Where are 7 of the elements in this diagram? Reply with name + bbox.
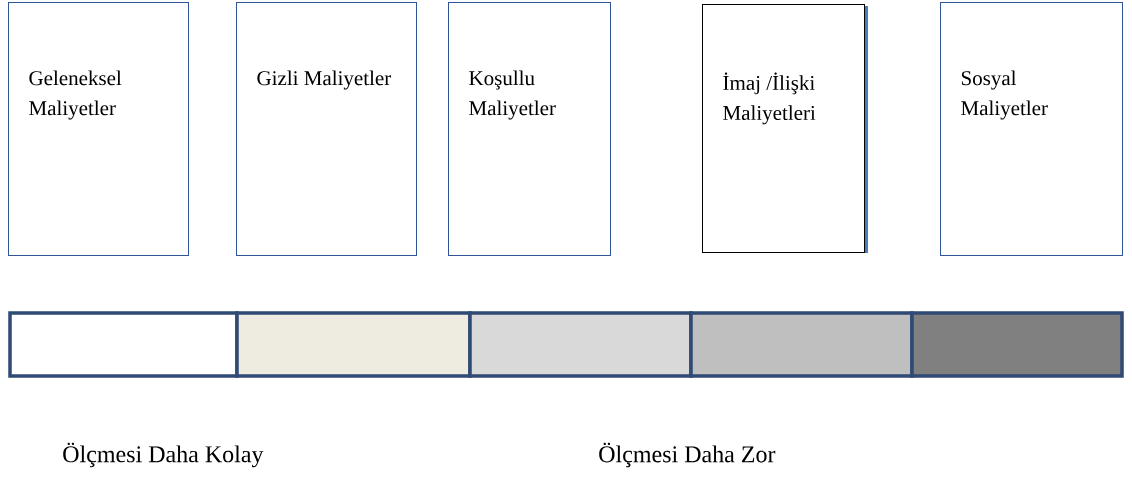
- scale-label: Ölçmesi Daha Zor: [599, 442, 776, 468]
- cost-box: Gizli Maliyetler: [236, 2, 417, 256]
- cost-box: Geleneksel Maliyetler: [8, 2, 189, 256]
- cost-box: İmaj /İlişki Maliyetleri: [702, 4, 865, 253]
- scale-label: Ölçmesi Daha Kolay: [63, 442, 264, 468]
- cost-box: Sosyal Maliyetler: [940, 2, 1123, 256]
- cost-box: Koşullu Maliyetler: [448, 2, 611, 256]
